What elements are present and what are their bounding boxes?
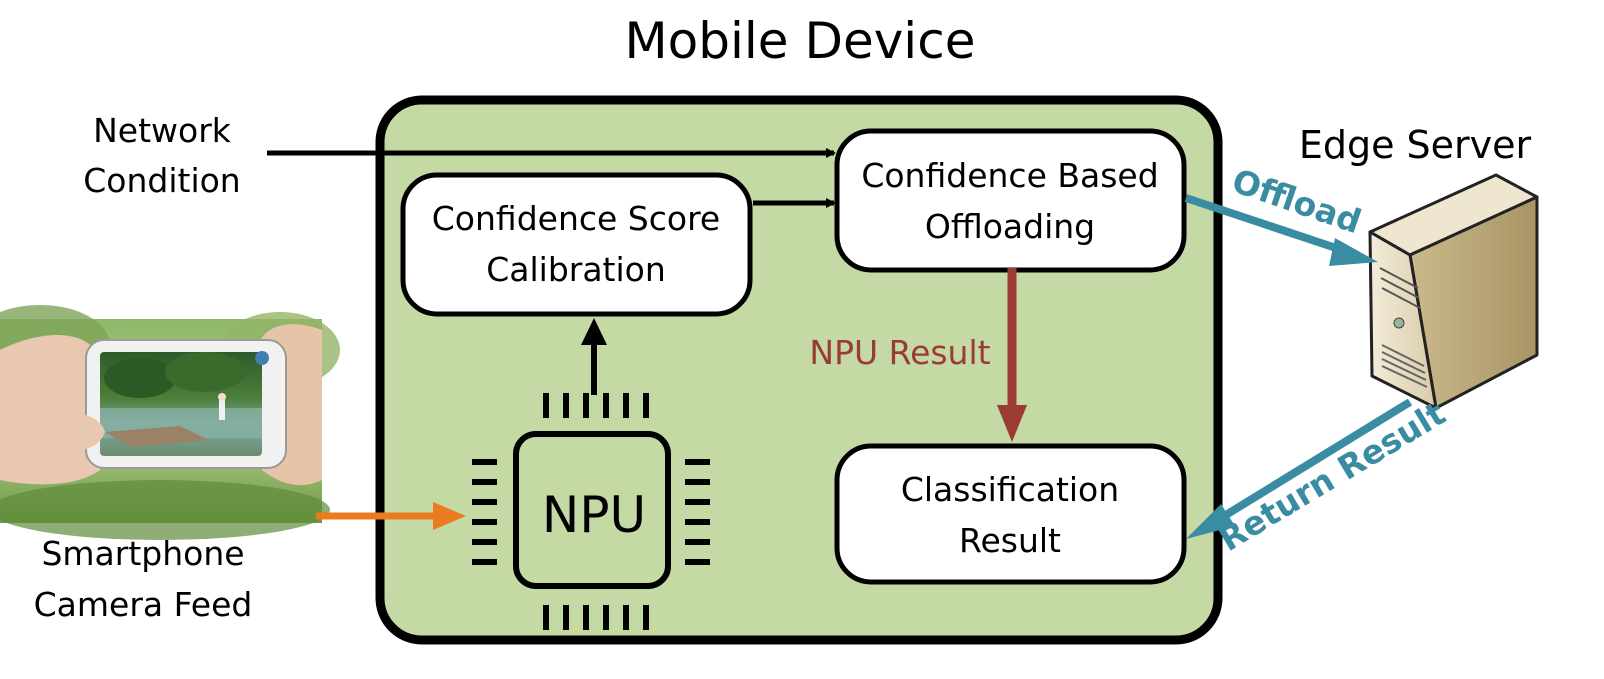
smartphone-camera-photo xyxy=(0,305,340,540)
calibration-box-line1: Confidence Score xyxy=(432,199,720,238)
offload-arrowhead xyxy=(1329,238,1378,266)
offload-label: Offload xyxy=(1227,161,1366,241)
classification-box-line1: Classification xyxy=(901,470,1119,509)
camera-feed-label-line2: Camera Feed xyxy=(34,585,253,624)
camera-feed-label-line1: Smartphone xyxy=(41,534,244,573)
edge-server-label: Edge Server xyxy=(1299,123,1532,167)
calibration-box-line2: Calibration xyxy=(486,250,666,289)
network-condition-label-line1: Network xyxy=(93,111,232,150)
npu-chip-icon xyxy=(472,393,710,630)
npu-to-calibration-arrowhead xyxy=(581,318,607,345)
return-result-arrowhead xyxy=(1186,504,1235,539)
return-result-arrow xyxy=(1213,398,1413,525)
offloading-box-line2: Offloading xyxy=(925,207,1095,246)
classification-box xyxy=(834,443,1187,585)
server-tower-icon xyxy=(1368,173,1539,410)
offloading-box xyxy=(834,128,1187,273)
offload-arrow xyxy=(1184,194,1347,255)
diagram-title: Mobile Device xyxy=(625,12,976,70)
offloading-box-line1: Confidence Based xyxy=(861,156,1158,195)
npu-result-label: NPU Result xyxy=(809,333,990,372)
calibration-box xyxy=(400,172,753,317)
camera-feed-arrowhead xyxy=(433,502,466,530)
npu-result-arrowhead xyxy=(997,405,1027,442)
npu-chip-label: NPU xyxy=(542,486,646,544)
return-result-label: Return Result xyxy=(1212,393,1452,559)
classification-box-line2: Result xyxy=(959,521,1061,560)
network-condition-label-line2: Condition xyxy=(83,161,240,200)
